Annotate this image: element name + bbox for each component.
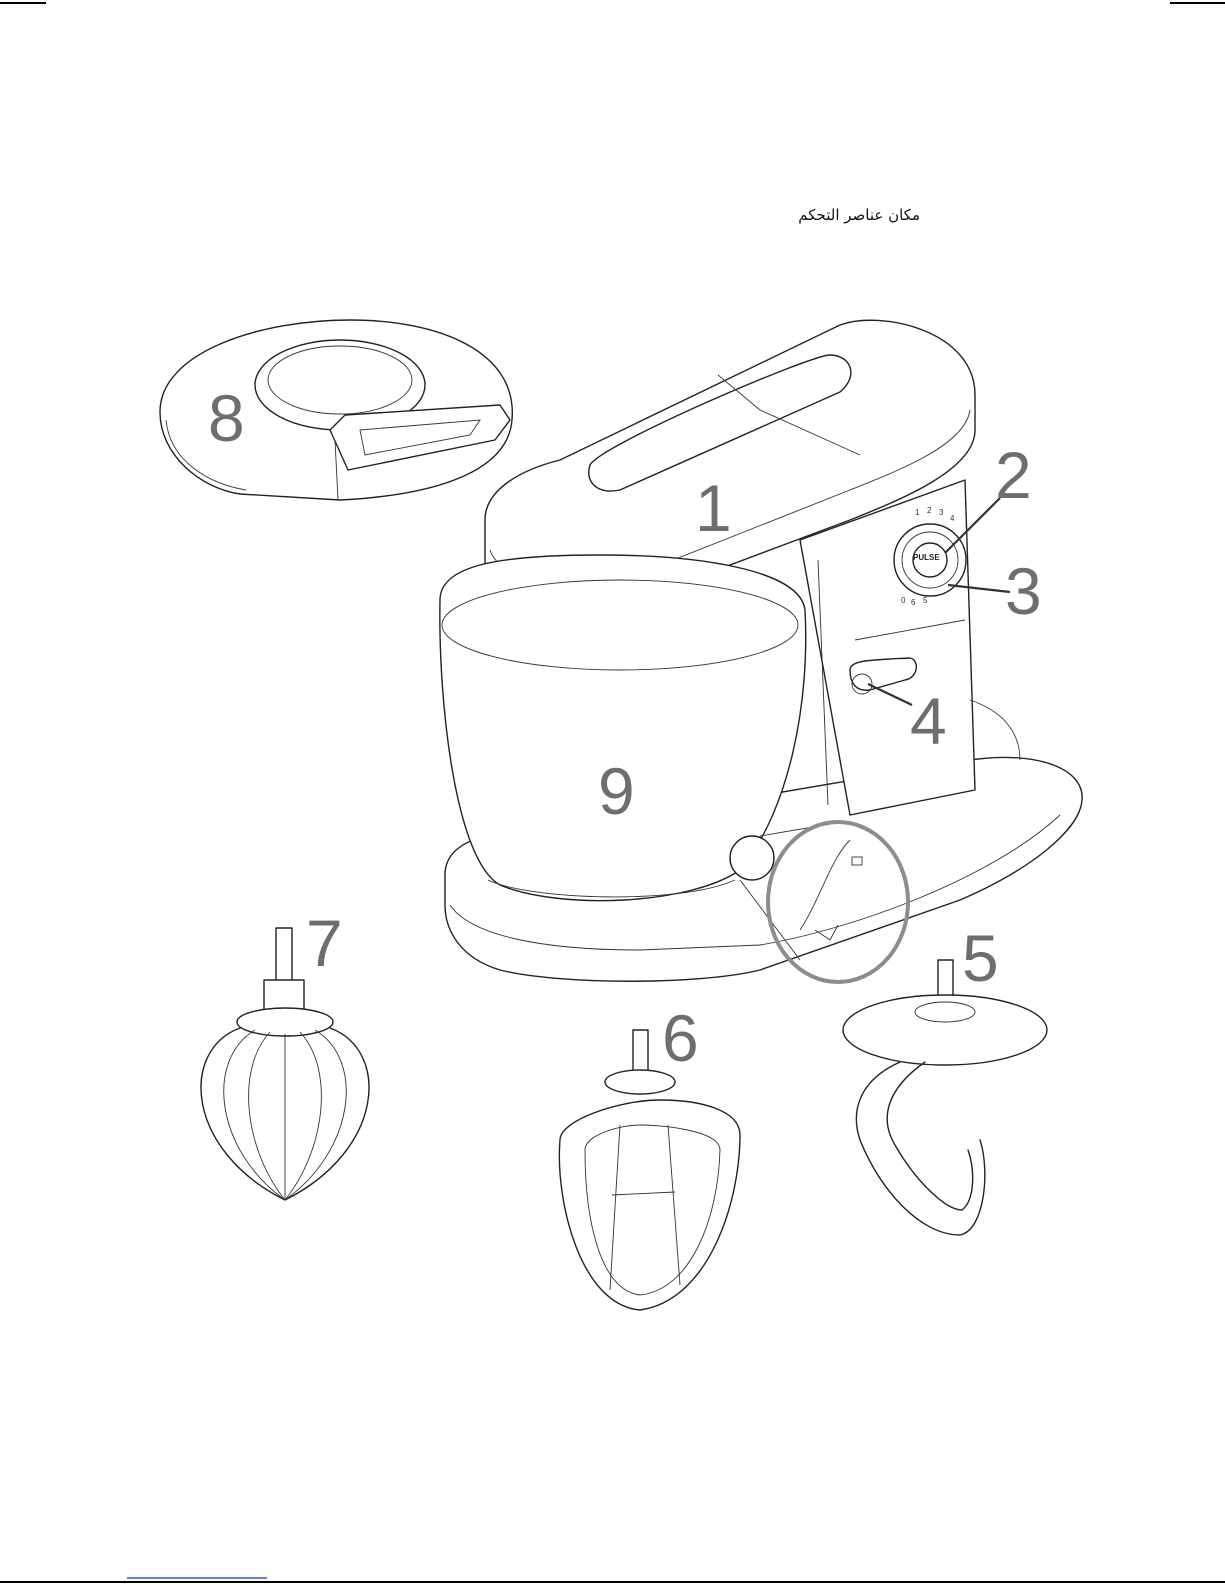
dial-tick: 5 — [923, 596, 927, 605]
callout-7: 7 — [306, 910, 343, 976]
callout-8: 8 — [208, 385, 245, 451]
dial-tick: 3 — [939, 508, 943, 517]
callout-2: 2 — [995, 442, 1032, 508]
dial-tick: 2 — [927, 506, 931, 515]
dial-ticks: 1 2 3 4 5 6 0 — [895, 508, 975, 608]
dial-tick: 4 — [950, 514, 954, 523]
callout-3: 3 — [1005, 558, 1042, 624]
controls-heading: مكان عناصر التحكم — [760, 206, 920, 224]
callout-1: 1 — [695, 475, 732, 541]
dial-tick: 0 — [901, 596, 905, 605]
flat-beater — [559, 1030, 740, 1310]
callout-4: 4 — [910, 688, 947, 754]
callout-5: 5 — [962, 925, 999, 991]
dough-hook — [843, 960, 1047, 1235]
callout-9: 9 — [598, 758, 635, 824]
dial-tick: 1 — [915, 508, 919, 517]
callout-6: 6 — [662, 1005, 699, 1071]
balloon-whisk — [201, 928, 369, 1200]
dial-tick: 6 — [911, 598, 915, 607]
